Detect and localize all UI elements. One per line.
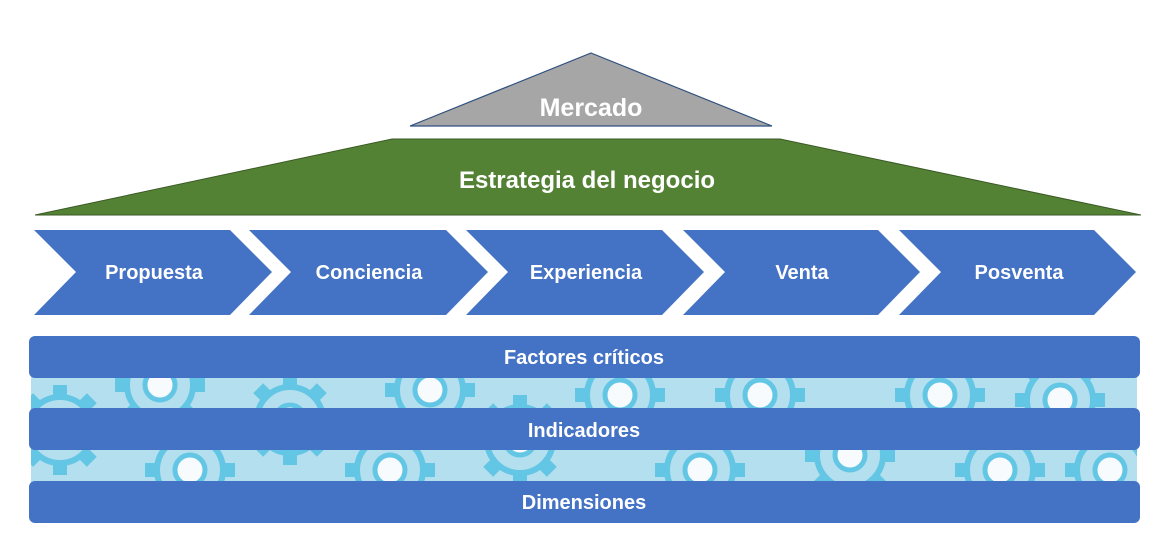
chevron-label: Propuesta: [105, 262, 204, 284]
strategy-label: Estrategia del negocio: [459, 167, 715, 194]
factors-bar: [29, 336, 1140, 378]
chevron-experiencia: [466, 230, 704, 315]
chevron-venta: [683, 230, 920, 315]
strategy-band: [34, 138, 1142, 216]
chevron-label: Experiencia: [530, 262, 643, 284]
journey-chevrons: Propuesta Conciencia Experiencia Venta P…: [34, 230, 1136, 315]
market-roof: [409, 52, 773, 127]
chevron-label: Posventa: [975, 262, 1065, 284]
chevron-posventa: [899, 230, 1136, 315]
chevron-label: Conciencia: [316, 262, 424, 284]
indicators-bar: [29, 408, 1140, 450]
market-label: Mercado: [540, 94, 643, 122]
chevron-label: Venta: [775, 262, 829, 284]
chevron-propuesta: [34, 230, 272, 315]
dimensions-label: Dimensiones: [522, 492, 646, 514]
indicators-label: Indicadores: [528, 420, 640, 442]
factors-label: Factores críticos: [504, 347, 664, 369]
chevron-conciencia: [249, 230, 488, 315]
dimensions-bar: [29, 481, 1140, 523]
